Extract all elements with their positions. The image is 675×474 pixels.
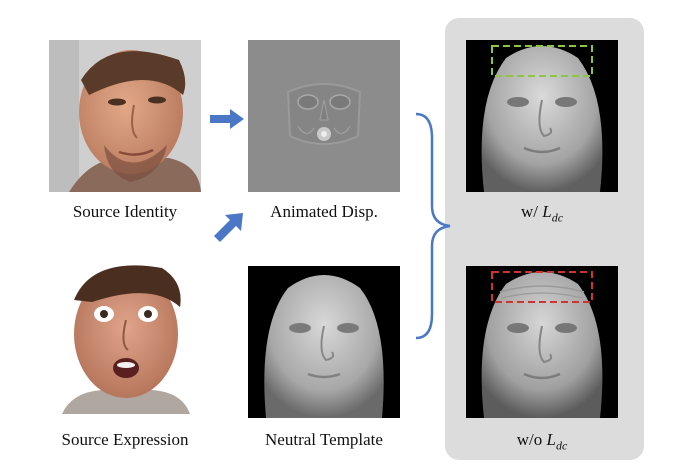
result-without-ldc-image: [466, 266, 618, 418]
source-identity-image: [49, 40, 201, 192]
animated-displacement-image: [248, 40, 400, 192]
neutral-template-caption: Neutral Template: [265, 430, 383, 449]
source-expression-caption: Source Expression: [61, 430, 189, 449]
source-identity-caption: Source Identity: [72, 202, 178, 221]
animated-disp-caption: Animated Disp.: [270, 202, 378, 221]
neutral-template-image: [248, 266, 400, 418]
arrow-identity-icon: [210, 109, 244, 129]
result-with-ldc-image: [466, 40, 618, 192]
loss-symbol: L: [542, 202, 552, 221]
with-prefix: w/: [520, 202, 543, 221]
loss-subscript: dc: [555, 438, 568, 453]
brace-icon: [415, 112, 451, 340]
with-ldc-caption: w/ Ldc: [466, 202, 618, 225]
without-prefix: w/o: [516, 430, 547, 449]
highlight-box-without: [491, 271, 593, 303]
loss-symbol: L: [546, 430, 556, 449]
loss-subscript: dc: [551, 210, 564, 225]
source-expression-image: [52, 262, 196, 414]
arrow-expression-icon: [214, 213, 243, 242]
without-ldc-caption: w/o Ldc: [466, 430, 618, 453]
highlight-box-with: [491, 45, 593, 77]
